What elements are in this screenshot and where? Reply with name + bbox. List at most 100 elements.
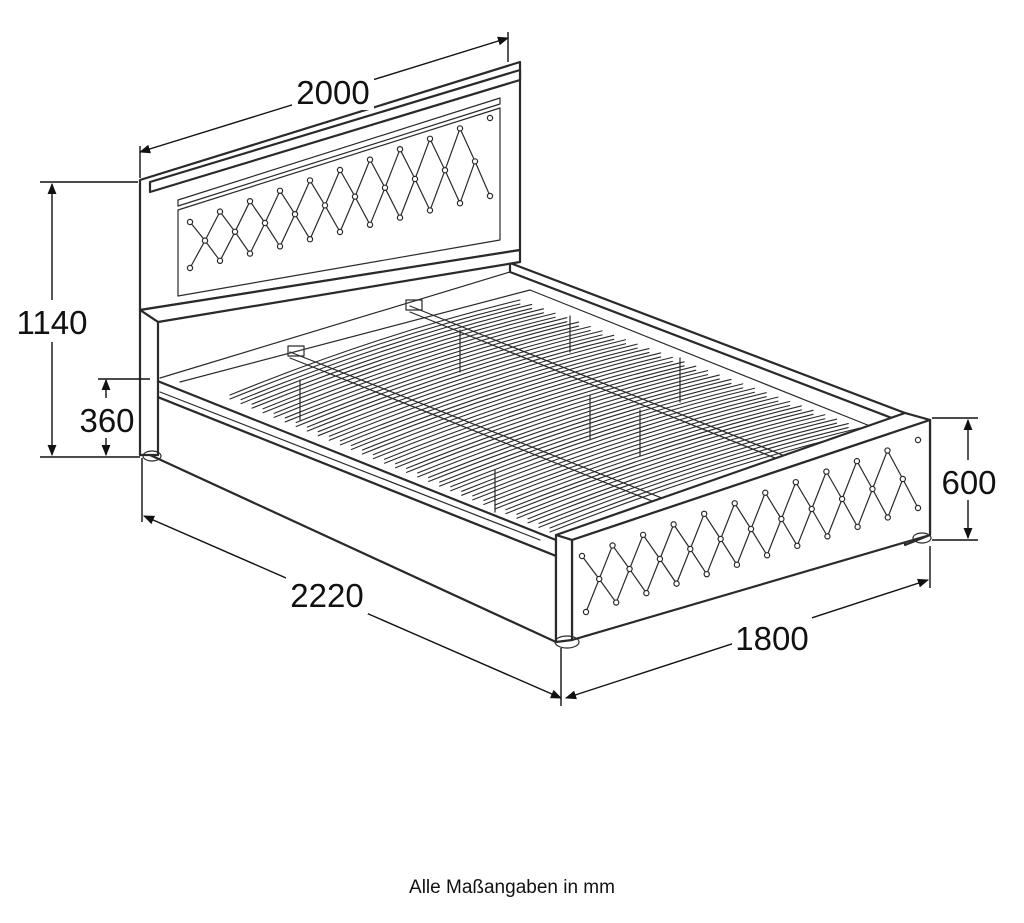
tuft-seam	[474, 160, 491, 197]
tuft-button	[261, 219, 269, 227]
slat-edge	[361, 356, 662, 455]
slat	[439, 383, 744, 483]
tuft-seam	[795, 481, 813, 510]
tuft-button	[824, 533, 831, 540]
tuft-seam	[857, 488, 874, 528]
tuft-button	[673, 580, 680, 587]
bracket-left	[287, 345, 305, 357]
tuft-seam	[811, 508, 829, 537]
tuft-seam	[354, 196, 371, 226]
slat-edge	[394, 369, 697, 469]
tuft-button	[884, 447, 891, 454]
slat-edge	[229, 303, 521, 400]
headboard-leg	[138, 308, 160, 457]
slat	[472, 396, 779, 497]
tuft-seam	[369, 159, 386, 189]
tuft-button	[366, 221, 374, 228]
slat-edge	[262, 316, 556, 414]
slat	[450, 387, 756, 488]
tuft-button	[486, 114, 494, 122]
slat	[428, 378, 732, 479]
tuft-button	[396, 214, 404, 221]
label-total-width: 1800	[735, 620, 808, 657]
tuft-seam	[249, 200, 266, 224]
tuft-button	[794, 542, 801, 550]
slat-edge	[538, 427, 849, 528]
slat-edge	[273, 321, 568, 418]
slat	[240, 303, 533, 401]
tuft-button	[456, 199, 464, 207]
tuft-seam	[234, 231, 251, 255]
slat	[383, 361, 685, 460]
tuft-button	[914, 504, 922, 512]
tuft-button	[838, 495, 846, 503]
tuft-seam	[204, 240, 221, 262]
tuft-button	[306, 235, 314, 243]
tuft-button	[201, 237, 209, 244]
tuft-seam	[354, 159, 371, 198]
tuft-seam	[689, 513, 705, 550]
tuft-button	[700, 510, 708, 518]
tuft-seam	[871, 449, 889, 490]
slat-edge	[406, 374, 709, 473]
tuft-seam	[750, 492, 766, 530]
label-frame-height: 360	[79, 402, 134, 439]
tuft-seam	[369, 187, 386, 226]
tuft-seam	[825, 471, 843, 500]
slat	[284, 321, 580, 419]
tuft-button	[381, 184, 389, 191]
tuft-button	[582, 608, 590, 616]
slat	[527, 418, 838, 520]
tuft-seam	[720, 502, 736, 540]
tuft-seam	[294, 179, 311, 215]
tuft-button	[747, 525, 755, 533]
tuft-seam	[429, 169, 446, 211]
slat	[394, 365, 697, 465]
inner-rail-head	[159, 271, 511, 379]
slat-edge	[505, 413, 814, 515]
slat	[251, 308, 544, 405]
slat-edge	[428, 382, 732, 483]
tuft-seam	[780, 518, 798, 547]
footboard-foot-right	[912, 532, 932, 544]
slat	[273, 317, 568, 414]
tuft-seam	[384, 148, 401, 189]
slat-edge	[284, 325, 580, 423]
tuft-seam	[279, 213, 296, 247]
tuft-seam	[384, 187, 401, 219]
tuft-seam	[339, 169, 356, 198]
slat-edge	[439, 387, 744, 487]
slat	[461, 392, 767, 492]
tuft-seam	[841, 498, 859, 528]
tuft-button	[276, 243, 284, 250]
tuft-seam	[902, 478, 919, 509]
dimension-lines: 2000 1140 360 600 2220 1800	[17, 32, 1000, 706]
tuft-button	[291, 210, 299, 218]
tuft-button	[717, 535, 724, 543]
support-beams	[287, 299, 821, 521]
tuft-seam	[264, 222, 281, 247]
tuft-button	[456, 125, 464, 132]
tuft-button	[366, 156, 374, 163]
tuft-seam	[598, 544, 614, 580]
tuft-button	[231, 228, 239, 235]
tuft-seam	[841, 460, 858, 500]
tuft-seam	[856, 460, 874, 490]
tuft-seam	[764, 492, 782, 520]
tuft-button	[396, 145, 404, 153]
tuft-button	[643, 589, 650, 597]
tuft-button	[762, 489, 769, 496]
slat	[295, 325, 591, 424]
tuft-button	[426, 207, 434, 214]
slat	[361, 352, 662, 451]
tuft-button	[578, 552, 586, 560]
tuft-button	[914, 436, 922, 444]
slat	[494, 405, 802, 506]
tuft-button	[899, 475, 907, 483]
tuft-button	[351, 193, 359, 200]
tuft-seam	[659, 523, 675, 560]
tuft-seam	[673, 523, 691, 550]
tuft-seam	[703, 513, 722, 540]
tuft-button	[336, 228, 344, 236]
tuft-button	[441, 166, 449, 174]
